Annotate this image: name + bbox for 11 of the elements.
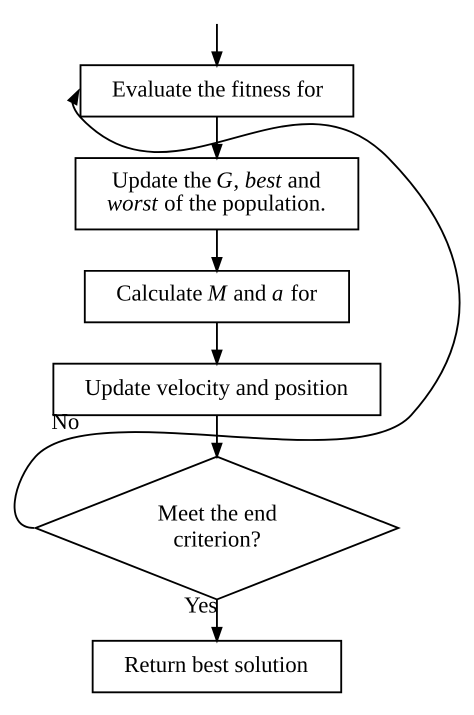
arrow (211, 416, 223, 460)
arrow (211, 600, 223, 644)
arrow (211, 322, 223, 366)
node-box: Return best solution (92, 640, 342, 694)
node-box: Evaluate the fitness for (80, 64, 354, 118)
arrow (211, 24, 223, 68)
arrow (211, 230, 223, 274)
node-box: Calculate M and a for (84, 270, 350, 324)
node-box: Update the G, best and worst of the population. (74, 157, 360, 230)
arrow (14, 88, 460, 529)
arrow (211, 117, 223, 160)
